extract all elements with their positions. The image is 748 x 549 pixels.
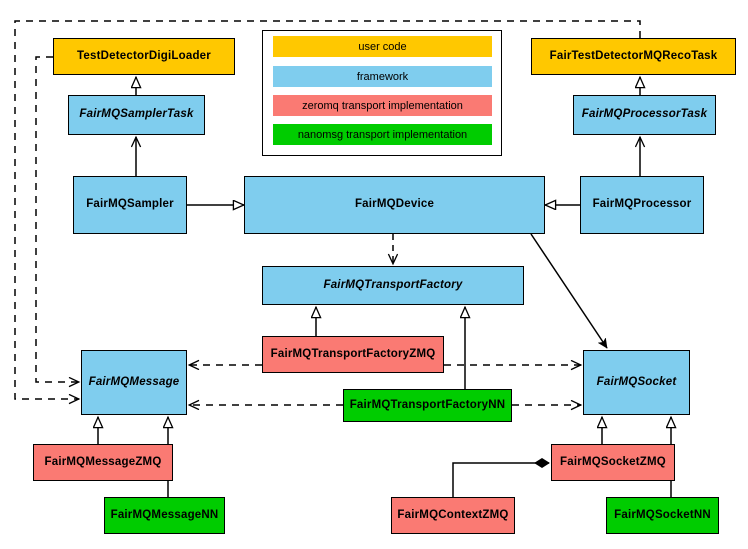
class-node-fairmqtransportfactory[interactable]: FairMQTransportFactory — [262, 266, 524, 305]
class-label: FairMQProcessor — [592, 198, 692, 211]
class-label: FairMQTransportFactoryNN — [349, 398, 506, 411]
legend-item-user-code: user code — [273, 36, 492, 57]
class-label: FairMQMessage — [88, 375, 180, 388]
class-node-fairmqcontextzmq[interactable]: FairMQContextZMQ — [391, 497, 515, 534]
class-label: FairMQSampler — [86, 198, 174, 211]
class-node-fairmqdevice[interactable]: FairMQDevice — [244, 176, 545, 234]
legend-item-framework: framework — [273, 66, 492, 87]
class-node-fairmqsocket[interactable]: FairMQSocket — [583, 350, 690, 415]
class-label: FairMQTransportFactory — [323, 278, 463, 291]
class-node-fairmqmessage[interactable]: FairMQMessage — [81, 350, 187, 415]
class-node-fairmqtransportfactoryzmq[interactable]: FairMQTransportFactoryZMQ — [262, 336, 444, 373]
class-node-fairmqsocketnn[interactable]: FairMQSocketNN — [606, 497, 719, 534]
class-label: TestDetectorDigiLoader — [77, 49, 211, 62]
legend-label-framework: framework — [356, 70, 409, 83]
class-label: FairMQMessageNN — [110, 508, 219, 521]
class-node-fairmqtransportfactorynn[interactable]: FairMQTransportFactoryNN — [343, 389, 512, 422]
legend-label-user-code: user code — [358, 40, 407, 53]
legend-label-zeromq: zeromq transport implementation — [302, 99, 463, 112]
class-label: FairMQTransportFactoryZMQ — [270, 347, 436, 360]
class-label: FairMQSocketZMQ — [560, 455, 666, 468]
class-node-testdetectordigiloader[interactable]: TestDetectorDigiLoader — [53, 38, 235, 75]
class-label: FairMQProcessorTask — [581, 108, 708, 121]
class-label: FairMQSamplerTask — [79, 108, 194, 121]
class-node-fairmqprocessortask[interactable]: FairMQProcessorTask — [573, 95, 716, 135]
class-node-fairmqsampler[interactable]: FairMQSampler — [73, 176, 187, 234]
class-node-fairmqprocessor[interactable]: FairMQProcessor — [580, 176, 704, 234]
edge-recotask-to-message — [14, 20, 641, 399]
class-label: FairTestDetectorMQRecoTask — [549, 49, 718, 62]
class-label: FairMQMessageZMQ — [44, 455, 162, 468]
class-label: FairMQSocket — [596, 375, 677, 388]
class-node-fairtestdetectormqrecotask[interactable]: FairTestDetectorMQRecoTask — [531, 38, 736, 75]
class-node-fairmqsocketzmq[interactable]: FairMQSocketZMQ — [551, 444, 675, 481]
class-label: FairMQDevice — [354, 198, 435, 211]
legend-item-zeromq: zeromq transport implementation — [273, 95, 492, 116]
class-node-fairmqmessagezmq[interactable]: FairMQMessageZMQ — [33, 444, 173, 481]
class-label: FairMQContextZMQ — [397, 508, 509, 521]
legend-item-nanomsg: nanomsg transport implementation — [273, 124, 492, 145]
class-node-fairmqsamplertask[interactable]: FairMQSamplerTask — [68, 95, 205, 135]
class-label: FairMQSocketNN — [614, 508, 711, 521]
legend-label-nanomsg: nanomsg transport implementation — [297, 128, 468, 141]
class-node-fairmqmessagenn[interactable]: FairMQMessageNN — [104, 497, 225, 534]
edge-socketzmq-to-contextzmq — [452, 458, 550, 497]
edge-device-to-socket — [530, 233, 608, 348]
